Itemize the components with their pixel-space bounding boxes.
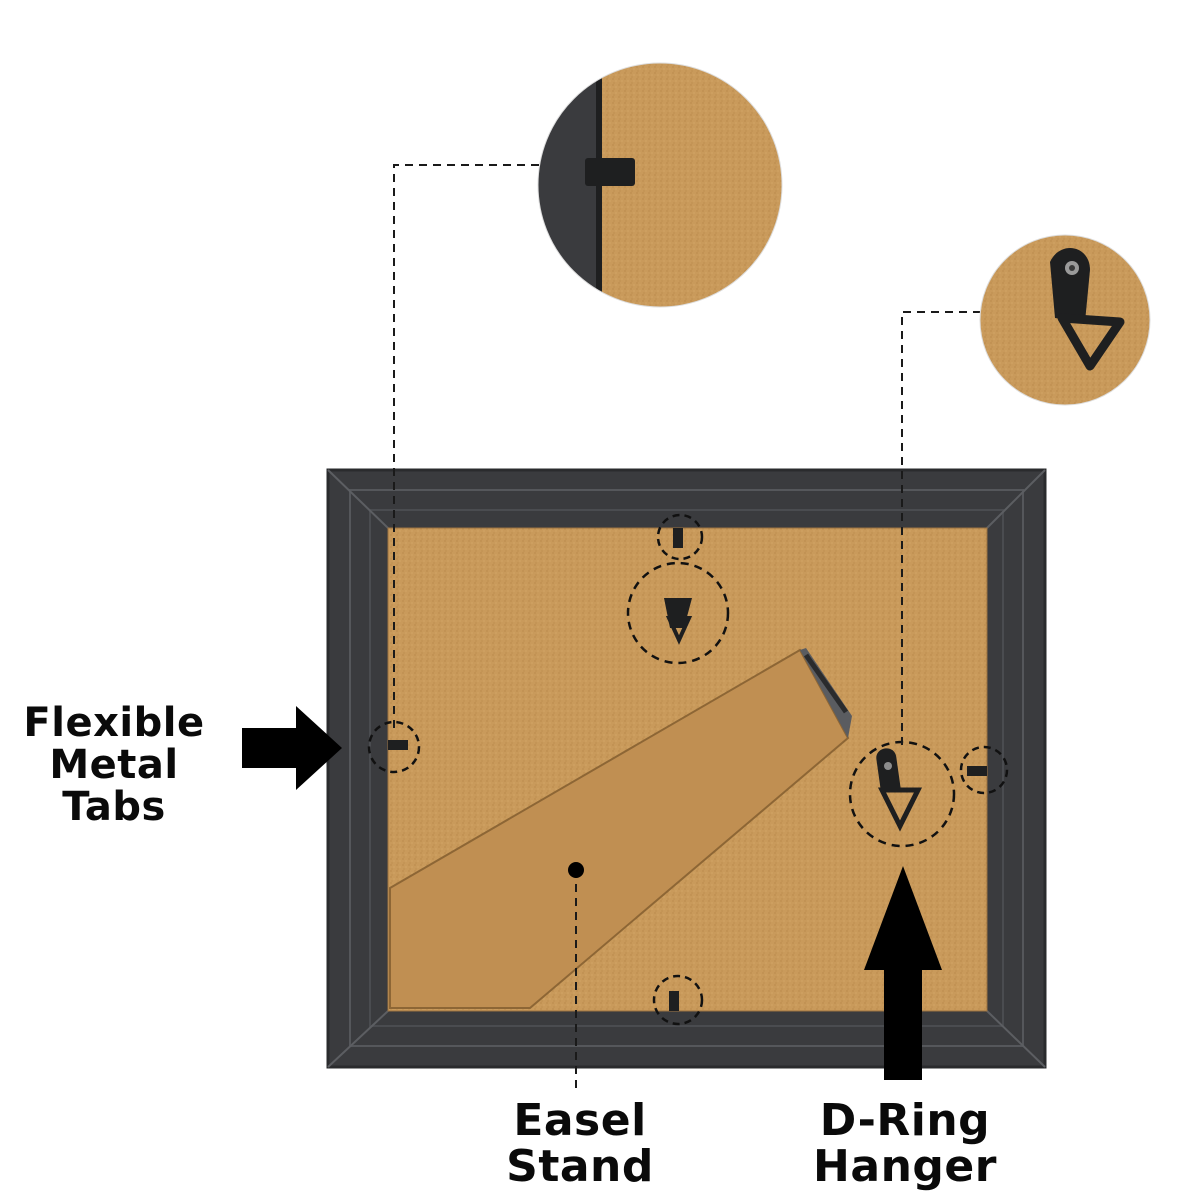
easel-stand-label: Easel Stand — [440, 1098, 720, 1190]
metal-tab-bottom — [669, 991, 679, 1011]
d-ring-hanger-label: D-Ring Hanger — [740, 1098, 1070, 1190]
flexible-metal-tabs-label: Flexible Metal Tabs — [0, 702, 228, 828]
easel-dot — [568, 862, 584, 878]
flexible-line1: Flexible — [0, 702, 228, 744]
metal-tab-zoom-icon — [538, 63, 782, 307]
d-ring-zoom-icon — [980, 235, 1150, 405]
metal-tab-right — [967, 766, 987, 776]
metal-tab-top — [673, 528, 683, 548]
flexible-line2: Metal Tabs — [0, 744, 228, 828]
metal-tab-left — [388, 740, 408, 750]
